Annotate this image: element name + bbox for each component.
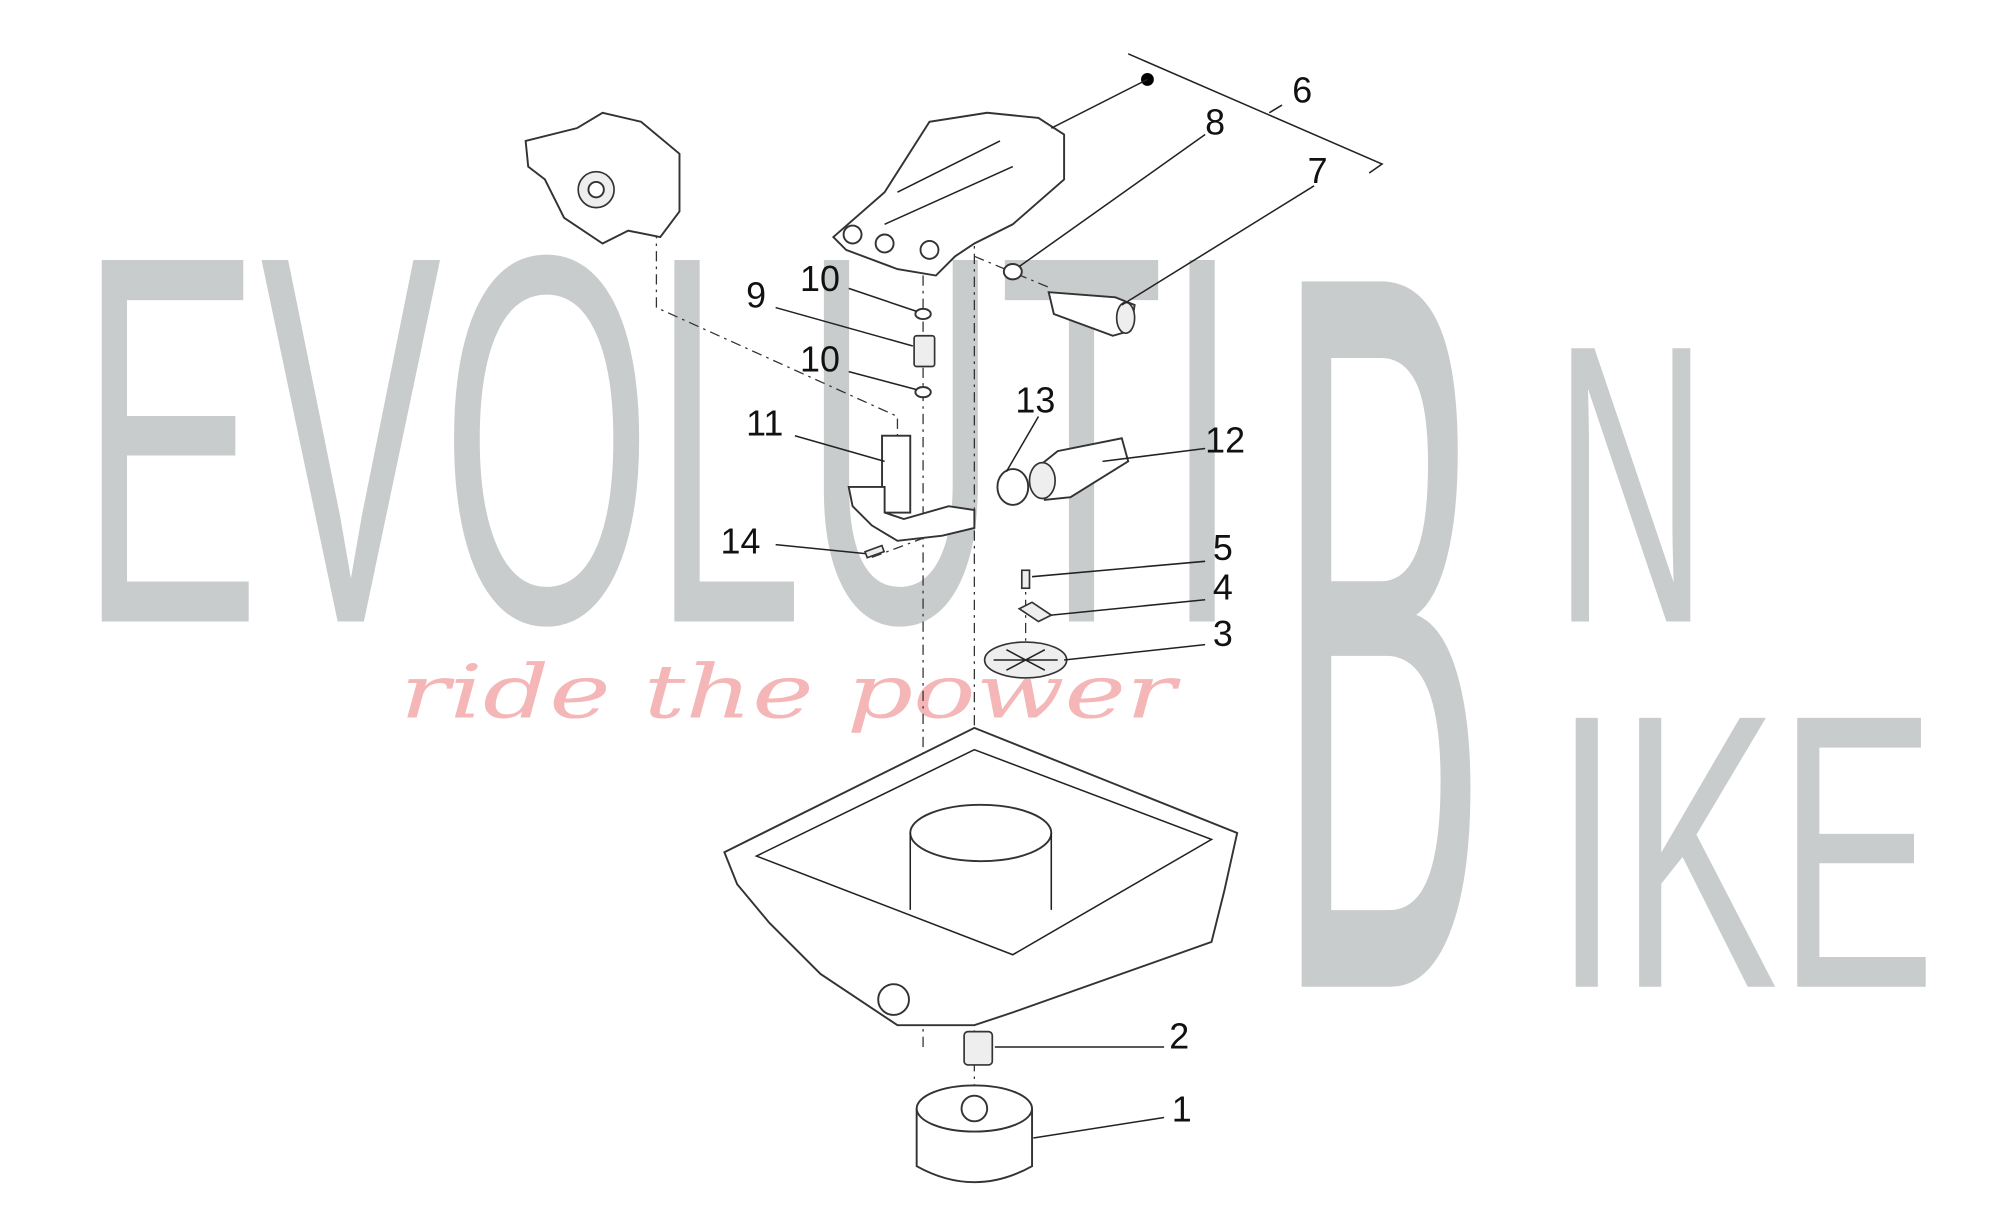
oil-filter-part-1[interactable] <box>915 1084 1034 1184</box>
valve-part-7[interactable] <box>1047 291 1136 337</box>
watermark-logo: EVOLUTI B N IKE ride the power <box>79 60 1935 1205</box>
callout-10-lower: 10 <box>800 340 840 380</box>
watermark-ike: IKE <box>1554 633 1936 1070</box>
oil-pump-assembly[interactable] <box>524 111 681 245</box>
callout-13: 13 <box>1015 381 1055 421</box>
callout-10-upper: 10 <box>800 259 840 299</box>
oil-pipe-part-11[interactable] <box>847 434 976 542</box>
leader-lines <box>775 53 1384 1139</box>
seal-ring-part-8[interactable] <box>1002 263 1023 281</box>
watermark-n: N <box>1554 263 1708 707</box>
watermark-b: B <box>1276 60 1488 1205</box>
oil-sump-pan[interactable] <box>723 726 1239 1027</box>
oil-pump-cover-part-6[interactable] <box>831 73 1154 277</box>
oil-strainer-part-12[interactable] <box>1028 437 1130 501</box>
o-ring-part-13[interactable] <box>996 468 1030 506</box>
callout-2: 2 <box>1169 1016 1189 1056</box>
callout-labels: 6 8 7 10 9 10 13 12 11 14 5 4 3 2 1 <box>721 71 1328 1130</box>
watermark-evoluti: EVOLUTI <box>79 147 1239 734</box>
o-ring-part-10-upper[interactable] <box>914 307 932 321</box>
callout-6: 6 <box>1292 71 1312 111</box>
callout-1: 1 <box>1172 1089 1192 1129</box>
callout-3: 3 <box>1213 614 1233 654</box>
callout-11: 11 <box>746 404 783 444</box>
screw-part-14[interactable] <box>863 544 886 559</box>
fitting-part-2[interactable] <box>963 1030 994 1066</box>
callout-9: 9 <box>746 276 766 316</box>
callout-4: 4 <box>1213 568 1233 608</box>
callout-8: 8 <box>1205 103 1225 143</box>
callout-7: 7 <box>1308 151 1328 191</box>
o-ring-part-10-lower[interactable] <box>914 386 932 399</box>
callout-12: 12 <box>1205 420 1245 460</box>
screw-part-5[interactable] <box>1020 569 1031 590</box>
bushing-part-9[interactable] <box>913 334 936 368</box>
callout-14: 14 <box>721 522 761 562</box>
filter-screen-part-3[interactable] <box>983 641 1068 679</box>
callout-5: 5 <box>1213 528 1233 568</box>
